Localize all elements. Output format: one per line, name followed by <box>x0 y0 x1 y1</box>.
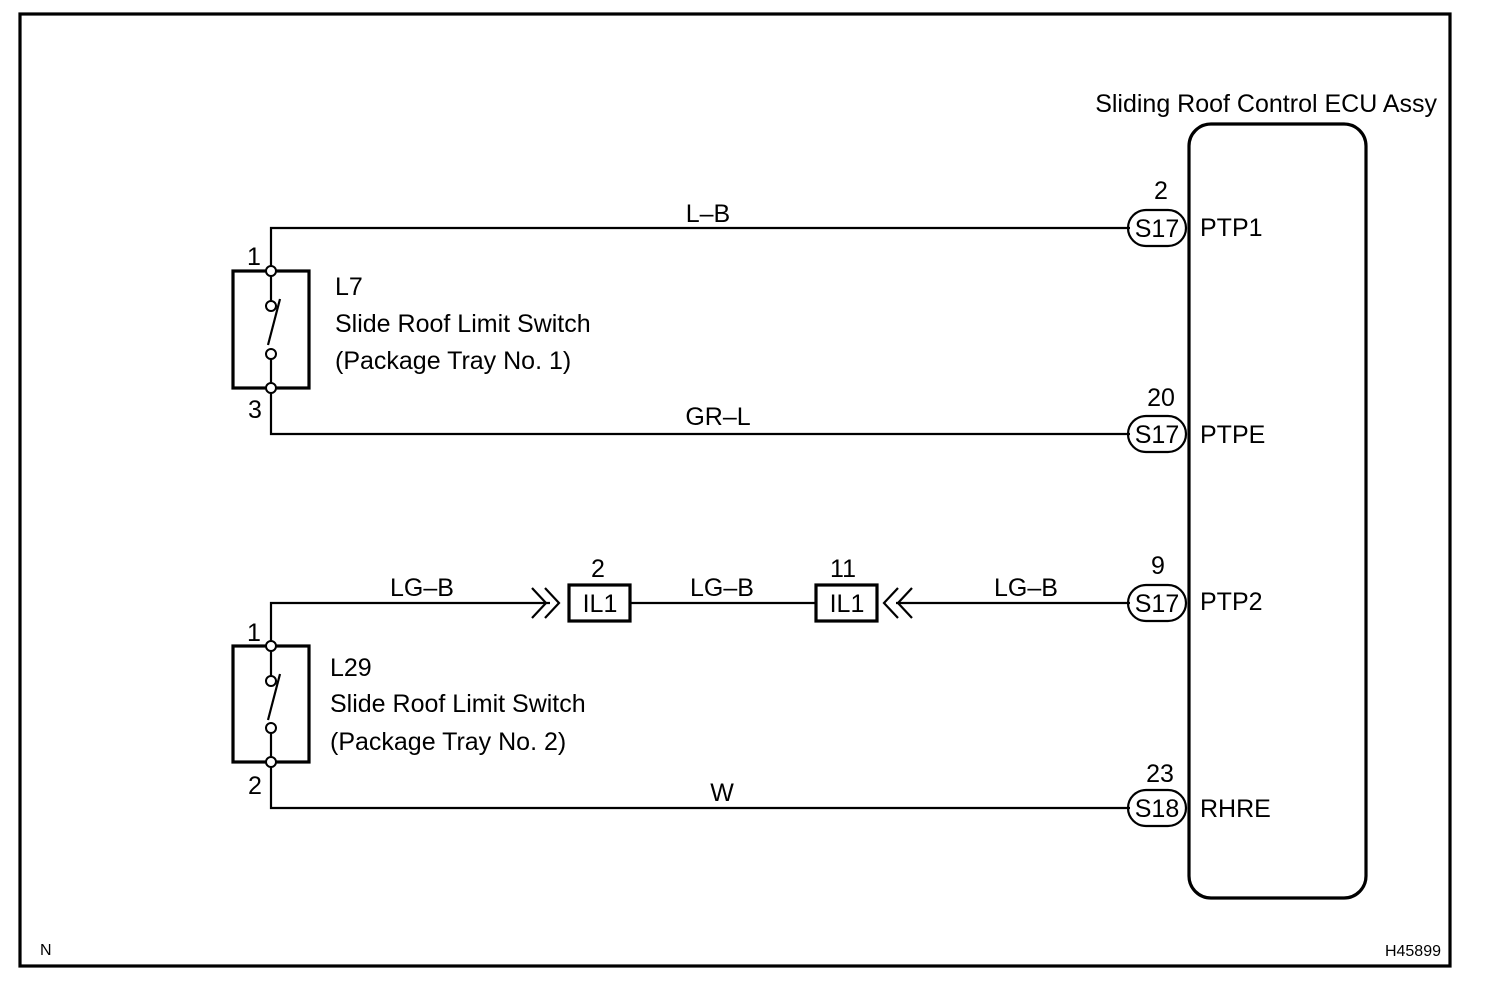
ecu-connector-ptp2: S17 9 PTP2 <box>1126 552 1263 623</box>
switch-contact <box>266 673 282 721</box>
connector-label: IL1 <box>830 590 865 618</box>
wire-w <box>269 762 1130 810</box>
wire-label: LG–B <box>390 574 454 602</box>
wire-label: GR–L <box>685 403 750 431</box>
limit-switch-l7: 1 3 L7 Slide Roof Limit Switch (Package … <box>231 243 591 424</box>
corner-label-left: N <box>40 942 52 959</box>
connector-label: S17 <box>1135 590 1179 618</box>
junction-il1-right: IL1 11 <box>814 555 913 623</box>
pin-number: 1 <box>247 619 261 647</box>
component-name: Slide Roof Limit Switch <box>330 690 586 718</box>
switch-contact <box>266 298 282 346</box>
connector-label: S18 <box>1135 795 1179 823</box>
component-location: (Package Tray No. 1) <box>335 347 571 375</box>
pin-number: 2 <box>248 772 262 800</box>
ecu-connector-rhre: S18 23 RHRE <box>1126 760 1271 828</box>
component-location: (Package Tray No. 2) <box>330 728 566 756</box>
terminal-label: PTP1 <box>1200 214 1263 242</box>
connector-label: S17 <box>1135 215 1179 243</box>
ecu-connector-ptpe: S17 20 PTPE <box>1126 384 1265 454</box>
ecu-box <box>1187 122 1368 900</box>
pin-number: 1 <box>247 243 261 271</box>
terminal-label: PTPE <box>1200 421 1265 449</box>
wire-gr-l <box>269 388 1130 436</box>
pin-number: 3 <box>248 396 262 424</box>
pin-number: 20 <box>1147 384 1175 412</box>
connector-label: IL1 <box>583 590 618 618</box>
pin-number: 11 <box>830 555 856 583</box>
wire-label: LG–B <box>690 574 754 602</box>
limit-switch-l29: 1 2 L29 Slide Roof Limit Switch (Package… <box>231 619 586 800</box>
ecu-title: Sliding Roof Control ECU Assy <box>1095 90 1437 118</box>
component-code: L7 <box>335 273 363 301</box>
connector-label: S17 <box>1135 421 1179 449</box>
wire-label: W <box>710 779 734 807</box>
diagram-frame <box>18 12 1452 968</box>
pin-number: 2 <box>591 555 605 583</box>
wire-label: LG–B <box>994 574 1058 602</box>
component-name: Slide Roof Limit Switch <box>335 310 591 338</box>
pin-number: 2 <box>1154 177 1168 205</box>
terminal-label: RHRE <box>1200 795 1271 823</box>
ecu-connector-ptp1: S17 2 PTP1 <box>1126 177 1263 248</box>
junction-il1-left: IL1 2 <box>531 555 632 623</box>
wire-label: L–B <box>686 200 730 228</box>
component-code: L29 <box>330 654 372 682</box>
wire-lg-b <box>269 601 550 646</box>
pin-number: 9 <box>1151 552 1165 580</box>
pin-number: 23 <box>1146 760 1174 788</box>
terminal-label: PTP2 <box>1200 588 1263 616</box>
figure-code: H45899 <box>1385 943 1441 960</box>
wire-l-b <box>269 226 1130 271</box>
